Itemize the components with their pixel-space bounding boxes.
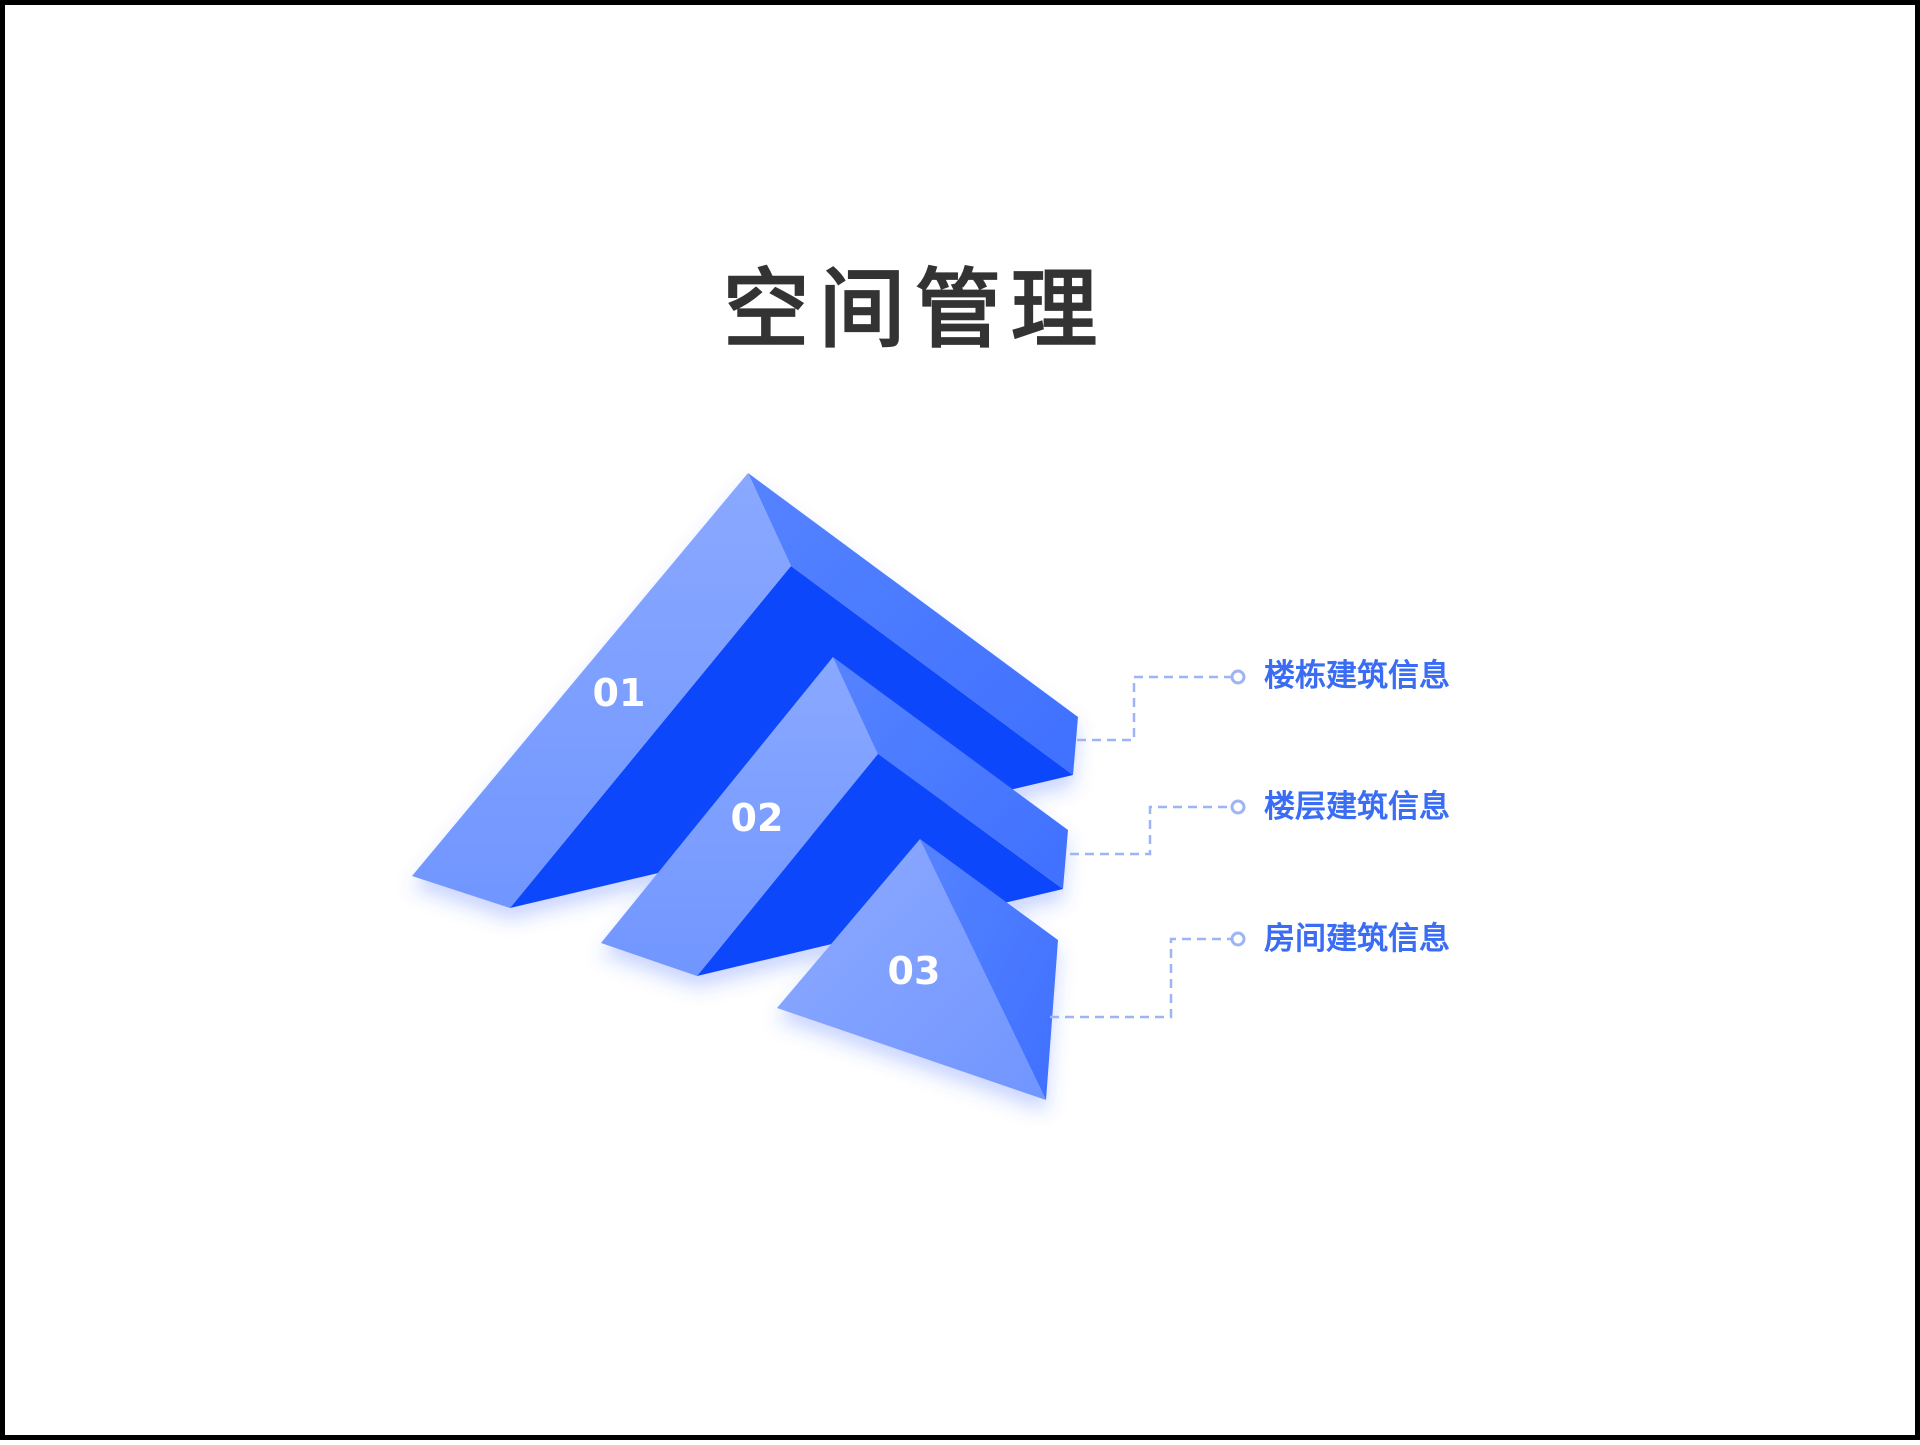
page-title: 空间管理 xyxy=(723,260,1107,360)
item-label-03: 房间建筑信息 xyxy=(1264,921,1450,957)
shape-03-light-face xyxy=(777,839,1046,1100)
item-number-02: 02 xyxy=(731,796,784,840)
connector-03 xyxy=(1050,937,1231,1019)
item-label-02: 楼层建筑信息 xyxy=(1264,789,1450,825)
item-number-03: 03 xyxy=(888,949,941,993)
item-number-01: 01 xyxy=(593,671,646,715)
pyramid-shape-02 xyxy=(601,657,1068,976)
shape-01-light-face xyxy=(412,473,791,908)
item-label-01: 楼栋建筑信息 xyxy=(1264,658,1450,694)
connector-02 xyxy=(1070,805,1231,856)
connector-01 xyxy=(1077,675,1231,742)
pyramid-diagram: 01 02 03 xyxy=(412,473,1246,1100)
connector-dot-03 xyxy=(1230,931,1246,947)
connector-dot-01 xyxy=(1230,669,1246,685)
shape-01-top-face xyxy=(748,473,1078,775)
pyramid-shape-03 xyxy=(777,839,1058,1100)
shape-02-top-face xyxy=(833,657,1068,889)
connector-dot-02 xyxy=(1230,799,1246,815)
shape-03-side-face xyxy=(920,839,1058,1100)
shape-02-dark-face xyxy=(697,754,1063,976)
shape-02-light-face xyxy=(601,657,878,976)
